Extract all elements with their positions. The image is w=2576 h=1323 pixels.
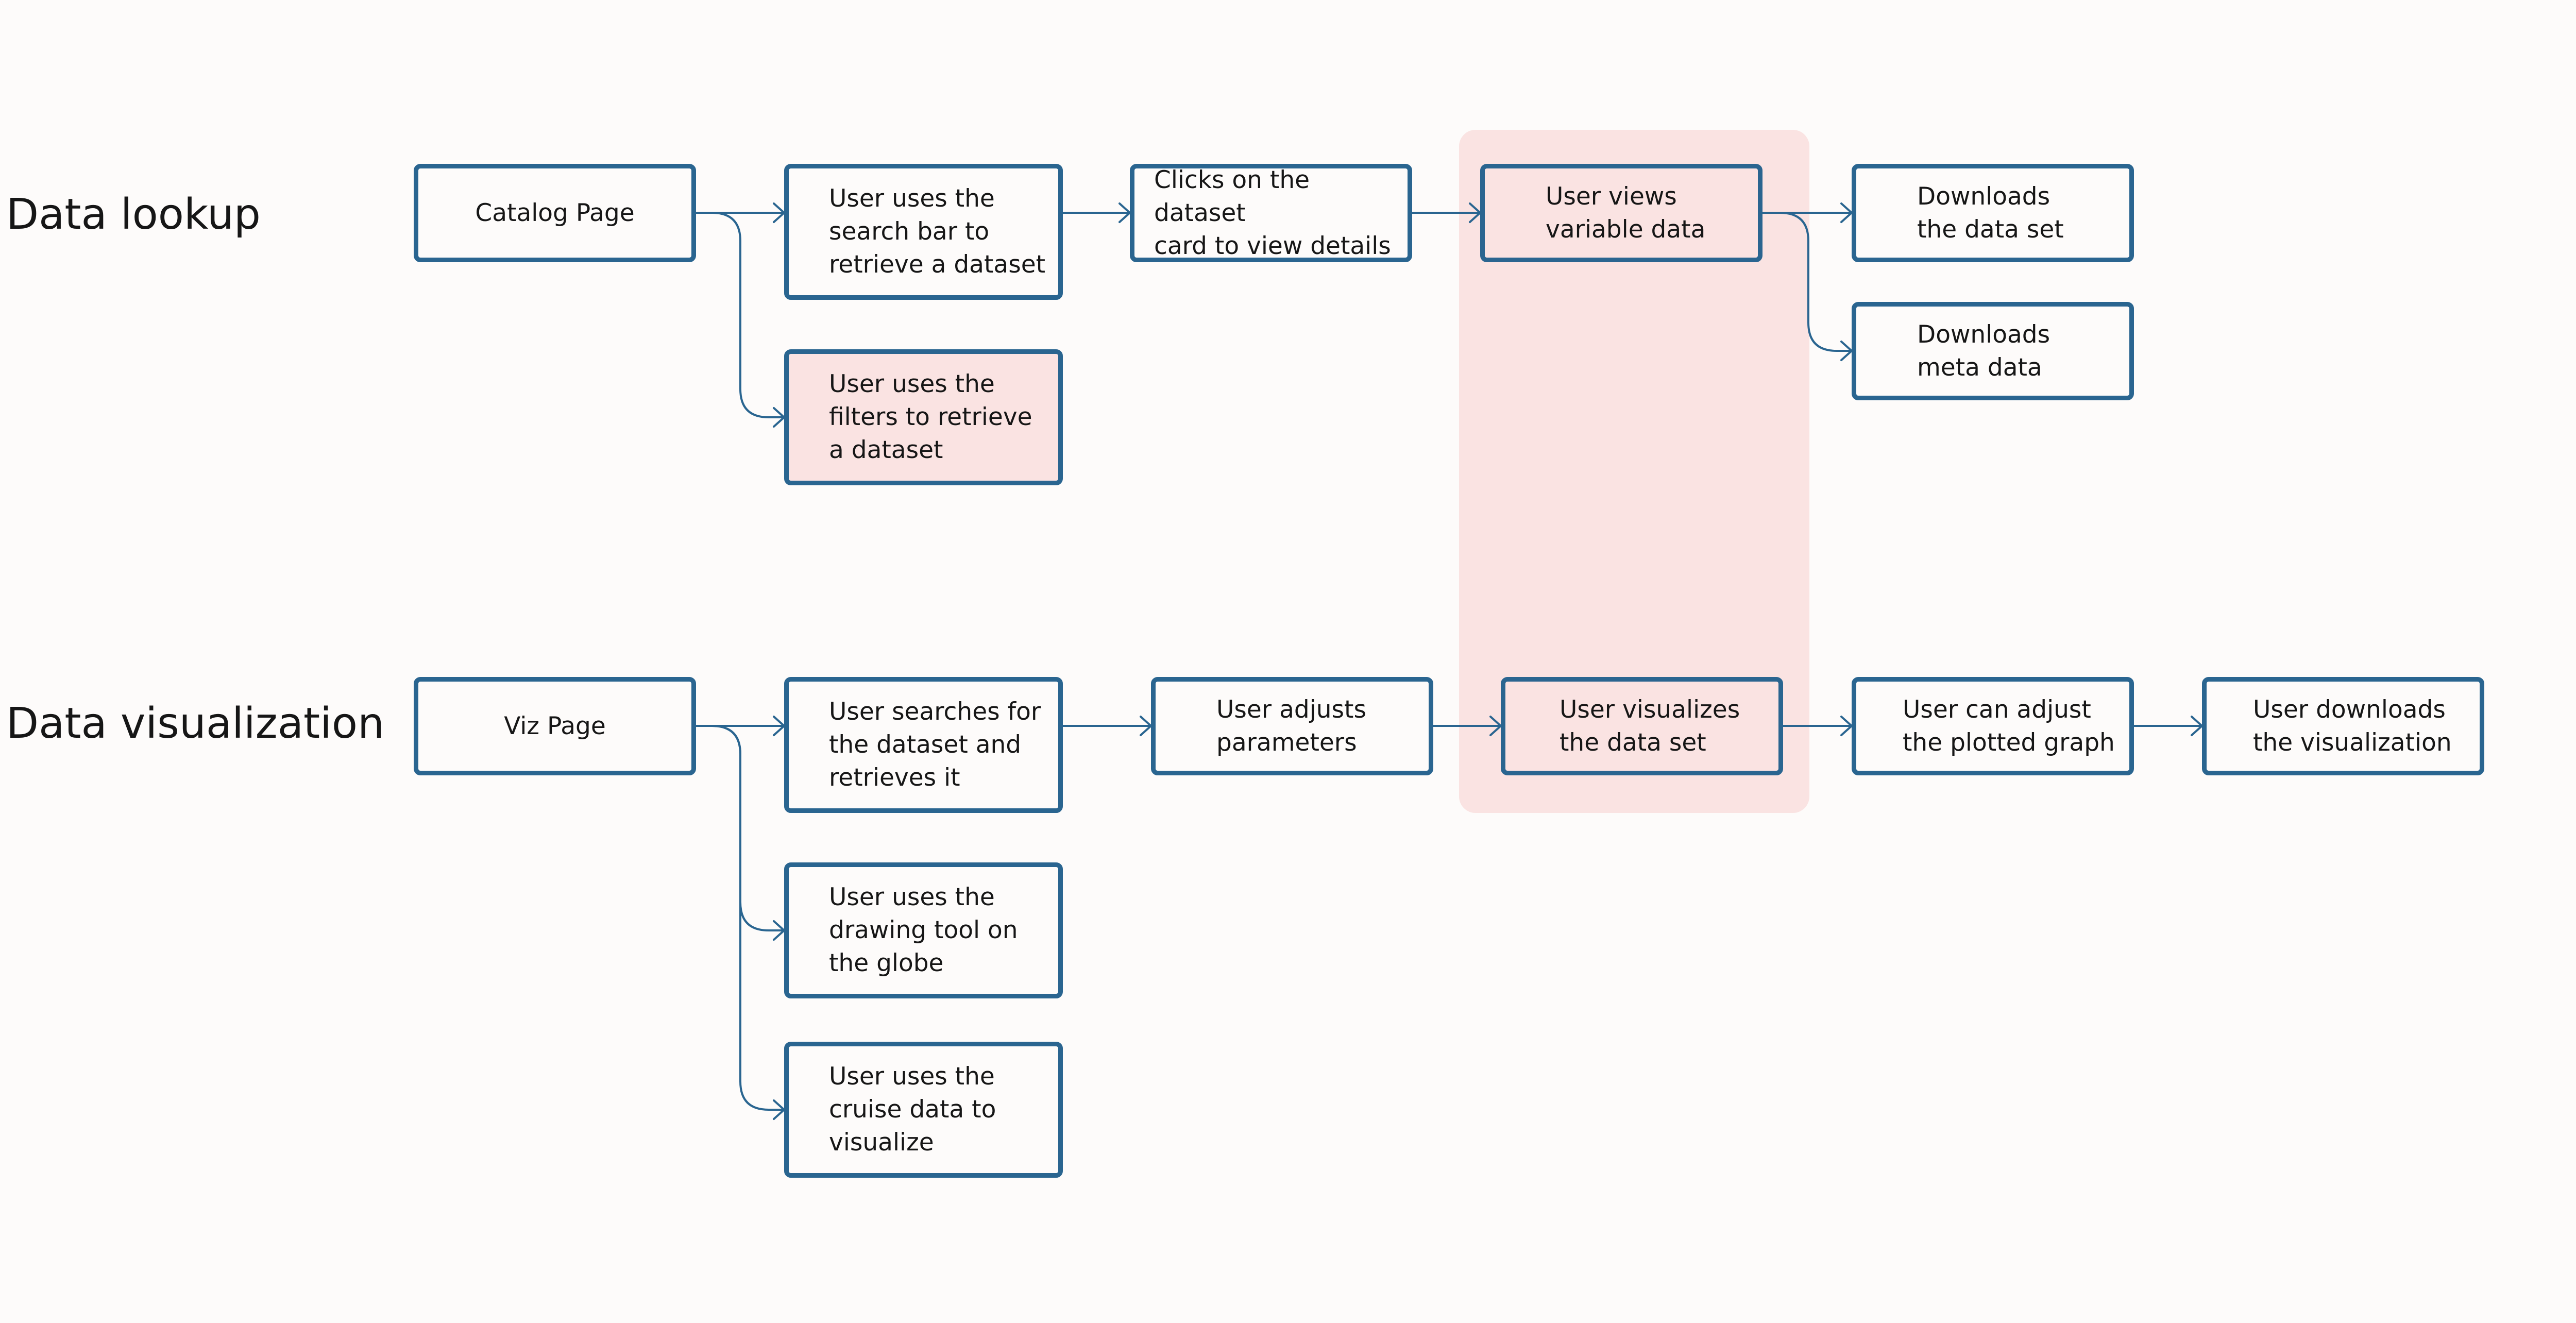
node-label: Downloads meta data — [1917, 320, 2050, 382]
node-clicks-card: Clicks on the dataset card to view detai… — [1130, 164, 1412, 262]
node-label: User uses the cruise data to visualize — [829, 1062, 996, 1157]
node-downloads-meta: Downloads meta data — [1852, 302, 2134, 400]
node-label: User downloads the visualization — [2253, 695, 2452, 757]
node-label: User views variable data — [1546, 182, 1706, 244]
node-label: User visualizes the data set — [1560, 695, 1740, 757]
node-cruise-data: User uses the cruise data to visualize — [784, 1042, 1063, 1178]
section-title-data-visualization: Data visualization — [6, 699, 385, 748]
node-filters: User uses the filters to retrieve a data… — [784, 349, 1063, 485]
node-views-variable: User views variable data — [1480, 164, 1762, 262]
node-searches-dataset: User searches for the dataset and retrie… — [784, 677, 1063, 813]
node-label: Downloads the data set — [1917, 182, 2064, 244]
node-drawing-tool: User uses the drawing tool on the globe — [784, 862, 1063, 998]
connector-catalog-to-filters — [696, 212, 784, 418]
connector-viz-to-cruise — [696, 725, 784, 1111]
node-downloads-dataset: Downloads the data set — [1852, 164, 2134, 262]
node-catalog-page: Catalog Page — [414, 164, 696, 262]
node-label: Viz Page — [504, 711, 606, 740]
node-downloads-viz: User downloads the visualization — [2202, 677, 2484, 775]
section-title-data-lookup: Data lookup — [6, 190, 261, 239]
node-visualizes-dataset: User visualizes the data set — [1501, 677, 1783, 775]
node-label: User searches for the dataset and retrie… — [829, 698, 1041, 792]
node-search-bar: User uses the search bar to retrieve a d… — [784, 164, 1063, 300]
node-adjust-graph: User can adjust the plotted graph — [1852, 677, 2134, 775]
node-viz-page: Viz Page — [414, 677, 696, 775]
node-label: User can adjust the plotted graph — [1903, 695, 2115, 757]
node-label: User adjusts parameters — [1216, 695, 1366, 757]
node-label: User uses the filters to retrieve a data… — [829, 370, 1032, 464]
connector-views-to-meta — [1762, 212, 1852, 352]
node-adjusts-params: User adjusts parameters — [1151, 677, 1433, 775]
node-label: Clicks on the dataset card to view detai… — [1154, 165, 1391, 260]
node-label: Catalog Page — [475, 198, 635, 227]
node-label: User uses the drawing tool on the globe — [829, 883, 1018, 977]
node-label: User uses the search bar to retrieve a d… — [829, 184, 1046, 279]
